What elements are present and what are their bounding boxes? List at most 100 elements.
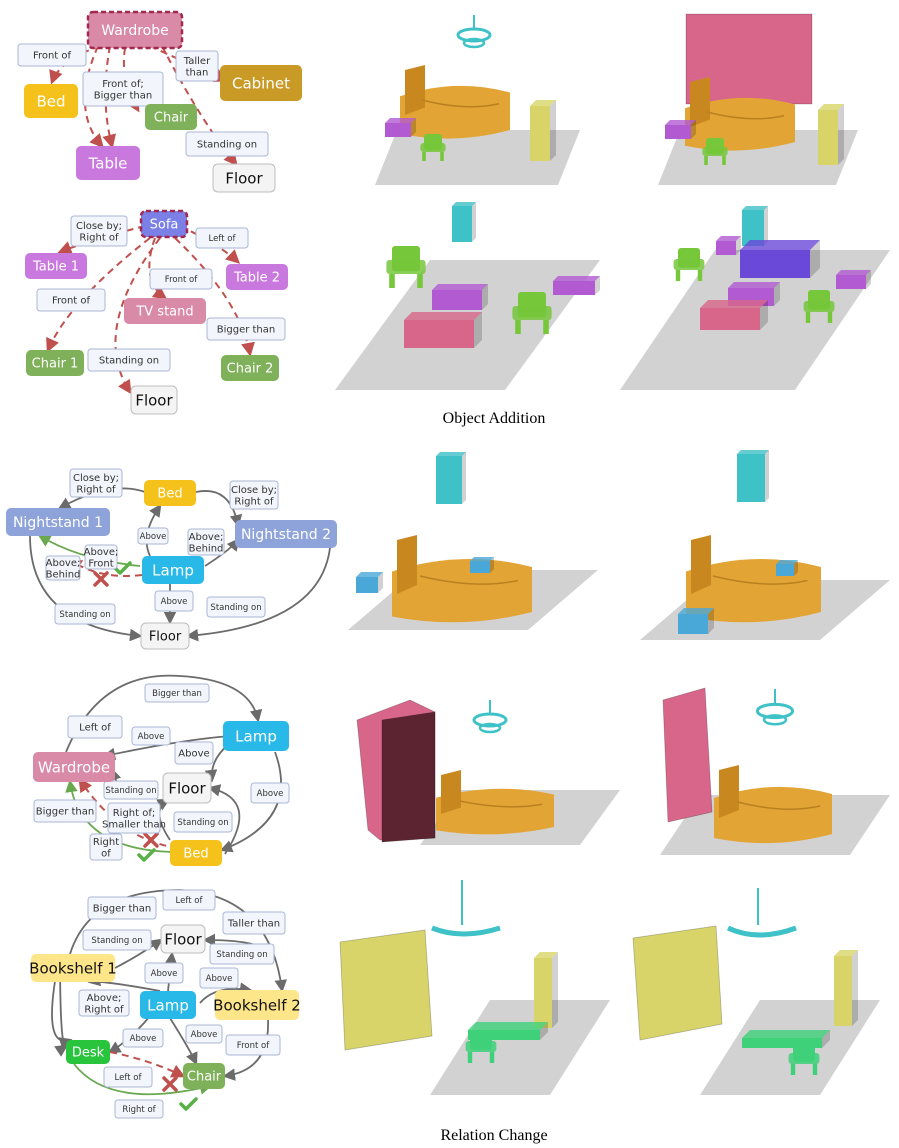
edge-g2-4 [67, 558, 143, 577]
bed-render [685, 77, 795, 151]
svg-text:Bigger than: Bigger than [152, 689, 202, 699]
svg-text:Right of: Right of [234, 496, 274, 507]
node-lamp: Lamp [140, 991, 196, 1019]
svg-text:than: than [186, 67, 209, 78]
relation-label: Bigger than [87, 896, 157, 920]
nightstand-render [678, 608, 714, 634]
relation-label: Right of;Smaller than [102, 802, 166, 834]
wardrobe-side-render [381, 711, 436, 843]
relation-label: Above [199, 967, 239, 989]
svg-text:Above: Above [161, 597, 188, 607]
edge-g1-5 [114, 237, 161, 395]
node-ns1: Nightstand 1 [6, 508, 110, 536]
svg-text:Above: Above [151, 969, 178, 979]
svg-text:Bigger than: Bigger than [93, 904, 152, 915]
svg-text:Bed: Bed [36, 92, 65, 110]
relation-label: Front of;Bigger than [82, 71, 164, 107]
chair-render [702, 138, 728, 165]
bed-render [392, 535, 532, 623]
sofa-render [740, 240, 820, 278]
svg-text:Right of;: Right of; [113, 808, 156, 819]
svg-text:Front: Front [88, 558, 113, 569]
svg-text:Chair: Chair [187, 1070, 222, 1085]
svg-text:Right: Right [93, 837, 119, 848]
nightstand-render [776, 560, 798, 576]
relation-label: Above [154, 590, 194, 612]
svg-text:Above: Above [138, 732, 165, 742]
relation-label: Above [185, 1024, 223, 1044]
relation-label: Taller than [222, 911, 286, 935]
relation-label: Front of [36, 288, 106, 312]
svg-text:Bookshelf 1: Bookshelf 1 [29, 959, 117, 977]
node-cabinet: Cabinet [220, 65, 302, 101]
svg-text:Floor: Floor [168, 779, 206, 797]
svg-text:Above;: Above; [84, 547, 119, 558]
svg-text:Above: Above [140, 532, 167, 542]
svg-text:Bigger than: Bigger than [36, 807, 95, 818]
node-lamp: Lamp [223, 721, 289, 751]
svg-text:Wardrobe: Wardrobe [38, 758, 110, 776]
cross-mark-2 [143, 832, 159, 848]
svg-text:Close by;: Close by; [231, 485, 277, 496]
svg-text:Left of: Left of [79, 723, 111, 734]
edge-g3-3 [219, 751, 282, 853]
bed-render [436, 770, 554, 835]
svg-text:Cabinet: Cabinet [232, 74, 290, 92]
svg-text:Left of: Left of [115, 1073, 143, 1083]
svg-text:Above;: Above; [87, 993, 122, 1004]
lamp-render [737, 450, 769, 502]
chandelier-render [431, 925, 501, 937]
chandelier-render [755, 689, 795, 726]
relation-label: Standing on [103, 780, 159, 800]
cabinet-render [530, 100, 556, 161]
relation-label: Above [174, 741, 214, 765]
relation-label: Close by;Right of [69, 468, 123, 498]
svg-text:Front of: Front of [237, 1041, 270, 1051]
svg-text:Table 1: Table 1 [32, 260, 79, 275]
node-floor: Floor [160, 924, 206, 954]
svg-text:Nightstand 1: Nightstand 1 [13, 515, 103, 531]
node-ns2: Nightstand 2 [235, 520, 337, 548]
node-floor: Floor [212, 163, 276, 193]
node-sofa: Sofa [139, 209, 189, 239]
bookshelf-render [534, 952, 558, 1028]
relation-label: Standing on [82, 929, 152, 951]
svg-text:Bigger than: Bigger than [94, 90, 153, 101]
svg-text:Standing on: Standing on [197, 140, 257, 151]
svg-text:Bed: Bed [183, 847, 208, 862]
relation-label: Standing on [173, 811, 233, 833]
tvstand-render [700, 300, 768, 330]
svg-text:Standing on: Standing on [210, 603, 261, 613]
caption-relation-change: Relation Change [440, 1127, 548, 1144]
node-bs2: Bookshelf 2 [213, 990, 301, 1020]
table-render [432, 284, 488, 310]
svg-text:Above;: Above; [189, 532, 224, 543]
svg-text:Above;: Above; [46, 558, 81, 569]
check-mark-1 [113, 561, 132, 575]
svg-text:Chair 1: Chair 1 [32, 357, 79, 372]
node-lamp: Lamp [142, 556, 204, 584]
table-render [716, 236, 741, 255]
svg-text:Front of: Front of [52, 296, 91, 307]
svg-text:Front of: Front of [33, 51, 72, 62]
relation-label: Front of [149, 268, 213, 290]
relation-label: Close by;Right of [70, 215, 128, 247]
edge-g3-1 [102, 735, 231, 761]
chair-render [386, 246, 426, 288]
relation-label: Above [250, 782, 290, 804]
chandelier-render [726, 925, 797, 938]
relation-label: Right of [114, 1099, 164, 1119]
svg-text:Sofa: Sofa [150, 218, 179, 233]
lamp-render [452, 202, 476, 242]
svg-text:Floor: Floor [225, 169, 263, 187]
relation-label: Standing on [185, 131, 269, 157]
svg-text:Taller than: Taller than [227, 919, 280, 930]
lamp-render [742, 206, 768, 246]
svg-text:Behind: Behind [46, 569, 81, 580]
lamp-render [436, 452, 466, 504]
nightstand-render [470, 557, 494, 573]
edge-g0-2 [122, 47, 140, 113]
chair-render [673, 248, 705, 281]
